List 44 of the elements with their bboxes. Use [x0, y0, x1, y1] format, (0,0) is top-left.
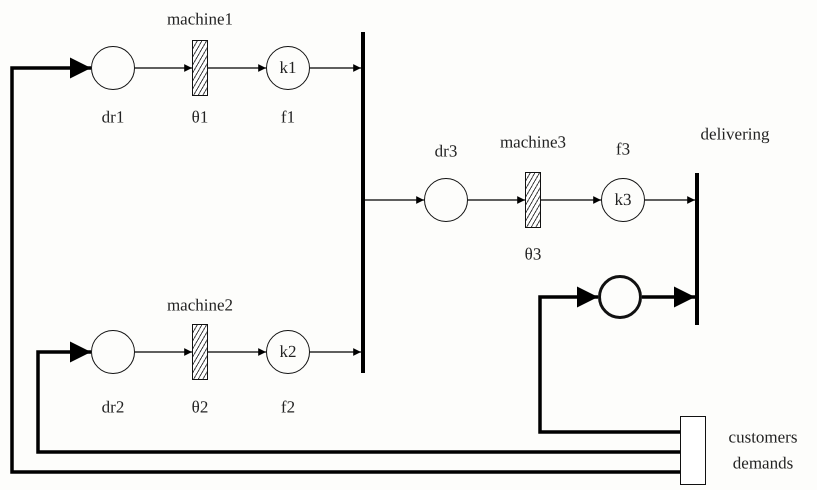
arrow	[310, 64, 361, 72]
node-caption: machine1	[166, 10, 234, 30]
source-box	[680, 416, 706, 485]
place-circle	[266, 330, 310, 374]
arrow	[36, 342, 680, 454]
node-caption: θ1	[192, 108, 208, 128]
arrow	[538, 286, 680, 434]
arrow	[642, 286, 695, 308]
transition-bar	[192, 40, 208, 96]
arrow	[310, 348, 361, 356]
place-circle	[266, 46, 310, 90]
place-circle	[91, 46, 135, 90]
place-circle	[598, 275, 642, 319]
arrow	[135, 348, 192, 356]
arrow	[135, 64, 192, 72]
token-label: k2	[280, 342, 296, 362]
node-caption: delivering	[700, 126, 770, 144]
node-caption: f2	[280, 398, 296, 418]
node-caption: f3	[616, 140, 630, 160]
node-caption: f1	[280, 108, 296, 128]
node-caption: dr2	[102, 398, 124, 418]
arrow	[645, 196, 695, 204]
node-caption: machine3	[500, 134, 566, 152]
node-caption: customers demands	[728, 426, 798, 474]
node-caption: machine2	[166, 296, 234, 316]
synchronization-bar	[361, 32, 365, 373]
node-caption: dr3	[434, 142, 458, 162]
arrow	[365, 196, 424, 204]
transition-bar	[192, 324, 208, 380]
arrow	[208, 348, 266, 356]
arrow	[468, 196, 525, 204]
arrow	[10, 58, 680, 474]
place-circle	[424, 178, 468, 222]
token-label: k3	[614, 190, 632, 210]
node-caption: dr1	[102, 108, 124, 128]
place-circle	[601, 178, 645, 222]
node-caption: θ3	[524, 246, 542, 264]
node-caption: θ2	[192, 398, 208, 418]
arrow	[541, 196, 601, 204]
place-circle	[91, 330, 135, 374]
token-label: k1	[280, 58, 296, 78]
transition-bar	[525, 172, 541, 228]
synchronization-bar	[695, 173, 699, 325]
arrow	[208, 64, 266, 72]
